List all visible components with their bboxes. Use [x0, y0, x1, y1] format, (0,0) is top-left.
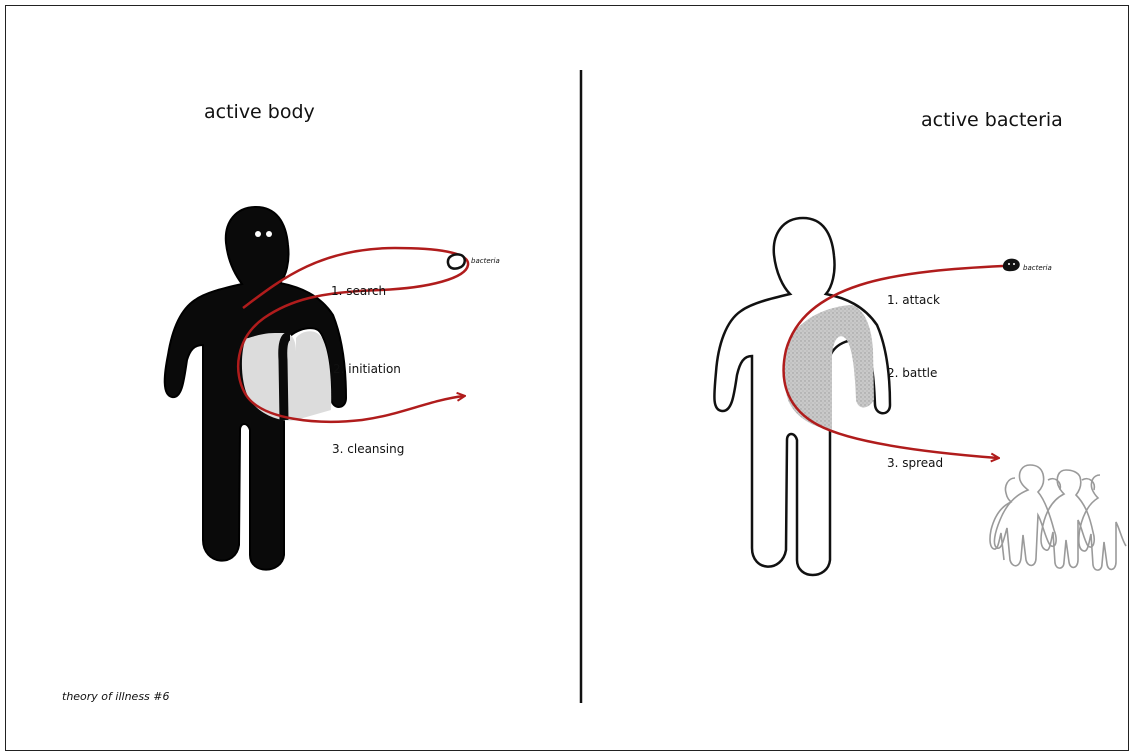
- bacteria-icon: [1003, 259, 1020, 272]
- eye-icon: [255, 231, 261, 237]
- eye-icon: [266, 231, 272, 237]
- step-spread: 3. spread: [887, 456, 943, 470]
- step-cleansing: 3. cleansing: [332, 442, 404, 456]
- right-bacteria-label: bacteria: [1023, 264, 1052, 272]
- left-bacteria-label: bacteria: [471, 257, 500, 265]
- left-panel-title: active body: [204, 101, 315, 123]
- right-panel-title: active bacteria: [921, 109, 1063, 131]
- spread-crowd: [990, 465, 1126, 570]
- step-attack: 1. attack: [887, 293, 940, 307]
- step-battle: 2. battle: [887, 366, 937, 380]
- step-search: 1. search: [331, 284, 386, 298]
- step-initiation: 2. initiation: [333, 362, 401, 376]
- footer-caption: theory of illness #6: [62, 690, 170, 703]
- bacteria-icon: [448, 254, 465, 268]
